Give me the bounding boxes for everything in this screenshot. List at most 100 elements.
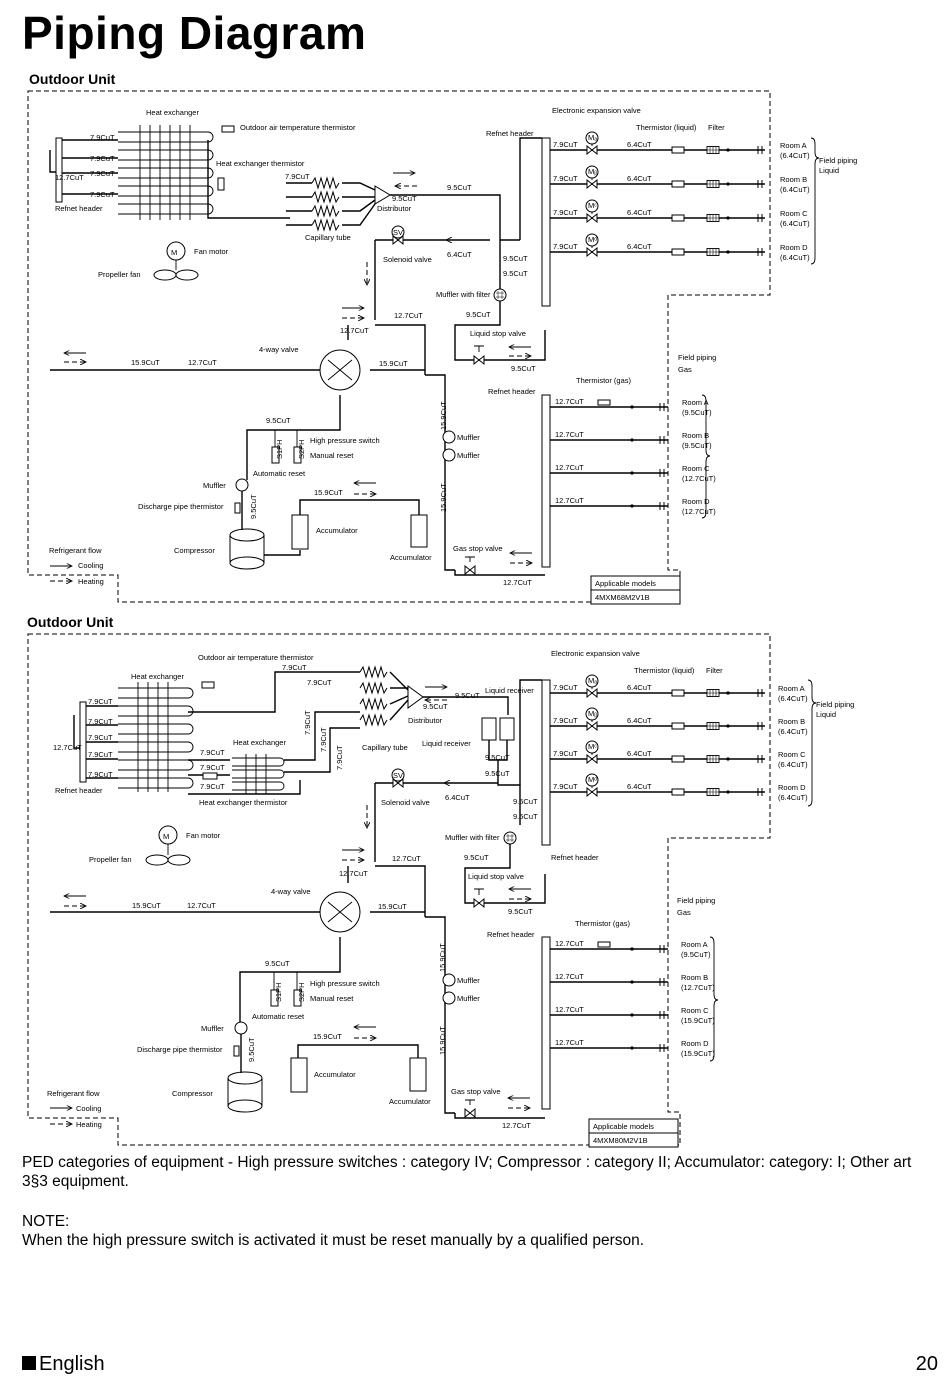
compressor-icon [229, 528, 265, 570]
diagram-1: M SV S1PH [27, 90, 857, 605]
svg-text:15.9CuT: 15.9CuT [439, 483, 448, 512]
svg-text:SV: SV [393, 771, 403, 780]
svg-text:Solenoid valve: Solenoid valve [381, 798, 430, 807]
room-label: Room B [778, 717, 805, 726]
svg-text:Manual reset: Manual reset [310, 451, 354, 460]
svg-text:12.7CuT: 12.7CuT [187, 901, 216, 910]
svg-text:Gas stop valve: Gas stop valve [453, 544, 503, 553]
note-text: When the high pressure switch is activat… [22, 1232, 645, 1249]
expansion-valve-icon [586, 753, 598, 765]
expansion-valve-icon [586, 178, 598, 190]
liquid-pipe-label: 7.9CuT [553, 749, 578, 758]
liquid-out-label: 6.4CuT [627, 174, 652, 183]
svg-text:Refnet header: Refnet header [488, 387, 536, 396]
outdoor-air-thermistor-icon [221, 125, 235, 133]
svg-text:Field piping: Field piping [678, 353, 716, 362]
svg-text:Compressor: Compressor [172, 1089, 213, 1098]
room-label: Room C [682, 464, 710, 473]
svg-text:9.5CuT: 9.5CuT [511, 364, 536, 373]
svg-text:7.9CuT: 7.9CuT [88, 750, 113, 759]
svg-text:9.5CuT: 9.5CuT [485, 753, 510, 762]
svg-text:Heat exchanger thermistor: Heat exchanger thermistor [216, 159, 305, 168]
filter-icon [706, 248, 720, 256]
gas-pipe-label: 12.7CuT [555, 1005, 584, 1014]
room-label: Room C [780, 209, 808, 218]
thermistor-gas-icon [597, 941, 611, 948]
gas-pipe-label: 12.7CuT [555, 496, 584, 505]
svg-text:Muffler with filter: Muffler with filter [445, 833, 500, 842]
svg-text:4MXM68M2V1B: 4MXM68M2V1B [595, 593, 650, 602]
svg-text:Heat exchanger thermistor: Heat exchanger thermistor [199, 798, 288, 807]
liquid-pipe-label: 7.9CuT [553, 782, 578, 791]
thermistor-liquid-icon [671, 722, 685, 730]
thermistor-liquid-icon [671, 180, 685, 188]
thermistor-liquid-icon [671, 788, 685, 796]
room-size-label: (12.7CuT) [682, 507, 716, 516]
filter-icon [706, 146, 720, 154]
svg-text:Muffler: Muffler [457, 433, 480, 442]
page-title: Piping Diagram [22, 7, 367, 59]
svg-text:9.5CuT: 9.5CuT [508, 907, 533, 916]
svg-text:Muffler: Muffler [457, 451, 480, 460]
svg-text:7.9CuT: 7.9CuT [90, 154, 115, 163]
svg-text:15.9CuT: 15.9CuT [132, 901, 161, 910]
refnet-header-left [55, 137, 63, 203]
room-size-label: (6.4CuT) [780, 151, 810, 160]
thermistor-liquid-icon [671, 248, 685, 256]
muffler-filter-icon [493, 288, 507, 302]
diagram-2: M SV S1PH S2PH [27, 633, 854, 1148]
ped-text: PED categories of equipment - High press… [22, 1154, 912, 1190]
svg-text:7.9CuT: 7.9CuT [200, 782, 225, 791]
svg-text:Refnet header: Refnet header [486, 129, 534, 138]
liquid-out-label: 6.4CuT [627, 749, 652, 758]
svg-text:Filter: Filter [708, 123, 725, 132]
svg-text:12.7CuT: 12.7CuT [55, 173, 84, 182]
svg-text:12.7CuT: 12.7CuT [502, 1121, 531, 1130]
liquid-out-label: 6.4CuT [627, 683, 652, 692]
svg-text:Gas: Gas [678, 365, 692, 374]
room-size-label: (15.9CuT) [681, 1049, 715, 1058]
svg-text:Cooling: Cooling [76, 1104, 101, 1113]
svg-text:12.7CuT: 12.7CuT [394, 311, 423, 320]
svg-text:Muffler: Muffler [203, 481, 226, 490]
svg-text:Liquid: Liquid [816, 710, 836, 719]
svg-text:Mₐ: Mₐ [588, 676, 597, 685]
liquid-pipe-label: 7.9CuT [553, 683, 578, 692]
svg-text:Accumulator: Accumulator [316, 526, 358, 535]
svg-text:Fan motor: Fan motor [194, 247, 229, 256]
svg-text:Cooling: Cooling [78, 561, 103, 570]
svg-text:12.7CuT: 12.7CuT [340, 326, 369, 335]
room-size-label: (6.4CuT) [780, 253, 810, 262]
thermistor-liquid-icon [671, 755, 685, 763]
accumulator-icon [291, 514, 309, 550]
room-size-label: (12.7CuT) [682, 474, 716, 483]
hx-thermistor-icon [217, 177, 225, 191]
svg-text:4-way valve: 4-way valve [259, 345, 299, 354]
svg-text:Mᶜ: Mᶜ [588, 742, 597, 751]
svg-text:7.9CuT: 7.9CuT [303, 710, 312, 735]
room-size-label: (9.5CuT) [681, 950, 711, 959]
svg-text:Field piping: Field piping [677, 896, 715, 905]
svg-text:Thermistor (gas): Thermistor (gas) [575, 919, 631, 928]
filter-icon [706, 722, 720, 730]
room-label: Room A [681, 940, 708, 949]
svg-text:12.7CuT: 12.7CuT [188, 358, 217, 367]
unit-boundary [27, 90, 771, 603]
svg-text:7.9CuT: 7.9CuT [307, 678, 332, 687]
expansion-valve-icon [586, 144, 598, 156]
filter-icon [706, 689, 720, 697]
svg-text:Solenoid valve: Solenoid valve [383, 255, 432, 264]
svg-text:Discharge pipe thermistor: Discharge pipe thermistor [138, 502, 224, 511]
svg-text:S2PH: S2PH [297, 439, 306, 459]
expansion-valve-icon [586, 212, 598, 224]
svg-text:9.5CuT: 9.5CuT [447, 183, 472, 192]
svg-text:Automatic reset: Automatic reset [253, 469, 306, 478]
svg-text:9.5CuT: 9.5CuT [513, 797, 538, 806]
room-label: Room A [780, 141, 807, 150]
svg-text:9.5CuT: 9.5CuT [249, 494, 258, 519]
svg-text:Filter: Filter [706, 666, 723, 675]
